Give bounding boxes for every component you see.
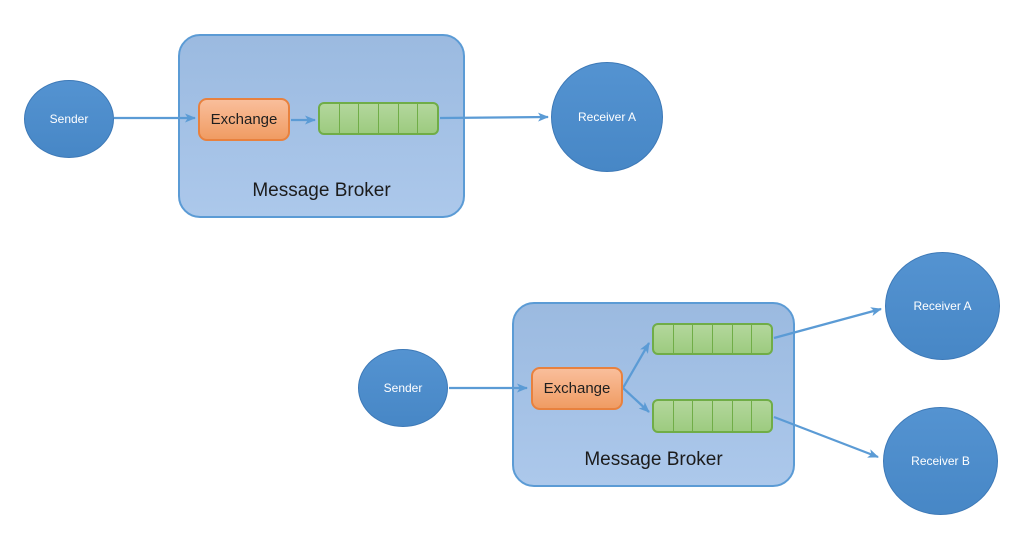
queue-cell (674, 325, 694, 353)
queue-cell (418, 104, 437, 133)
receiver-a-label-bottom: Receiver A (913, 299, 972, 313)
queue-top (318, 102, 439, 135)
queue-cell (340, 104, 360, 133)
queue-cell (693, 401, 714, 431)
queue-cell (713, 401, 733, 431)
queue-cell (399, 104, 419, 133)
exchange-node-top: Exchange (198, 98, 290, 141)
queue-cell (359, 104, 380, 133)
queue-cell (733, 401, 753, 431)
queue-cell (693, 325, 714, 353)
queue-cell (733, 325, 753, 353)
queue-cell (752, 325, 771, 353)
receiver-a-node-top: Receiver A (551, 62, 663, 172)
receiver-a-node-bottom: Receiver A (885, 252, 1000, 360)
queue-cell (654, 401, 674, 431)
receiver-b-node-bottom: Receiver B (883, 407, 998, 515)
exchange-label-top: Exchange (210, 111, 278, 128)
message-broker-label-top: Message Broker (252, 180, 391, 201)
sender-node-top: Sender (24, 80, 114, 158)
queue-a-bottom (652, 323, 773, 355)
sender-node-bottom: Sender (358, 349, 448, 427)
sender-label-bottom: Sender (383, 381, 423, 395)
queue-cell (379, 104, 399, 133)
queue-cell (674, 401, 694, 431)
queue-cell (752, 401, 771, 431)
receiver-a-label-top: Receiver A (577, 110, 637, 124)
queue-b-bottom (652, 399, 773, 433)
queue-cell (654, 325, 674, 353)
message-broker-label-bottom: Message Broker (584, 449, 723, 470)
sender-label-top: Sender (49, 112, 89, 126)
receiver-b-label-bottom: Receiver B (911, 454, 970, 468)
exchange-node-bottom: Exchange (531, 367, 623, 410)
queue-cell (713, 325, 733, 353)
queue-cell (320, 104, 340, 133)
exchange-label-bottom: Exchange (543, 380, 611, 397)
